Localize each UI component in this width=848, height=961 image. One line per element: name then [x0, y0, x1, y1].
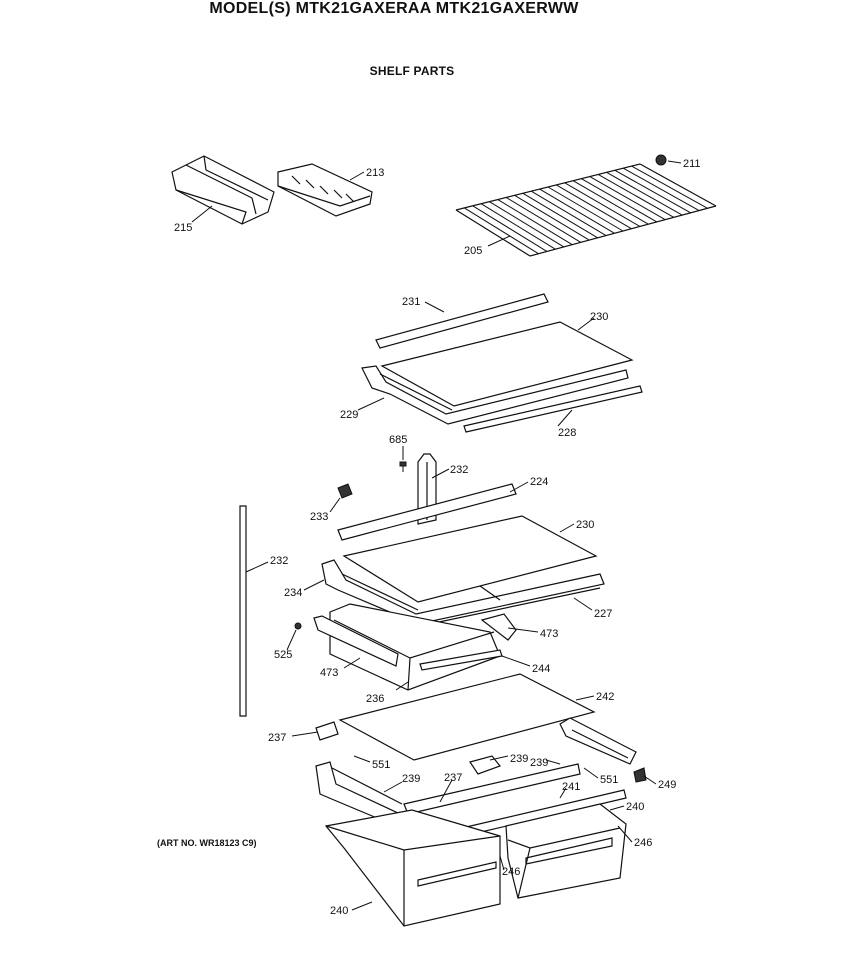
callout-246-right: 246 [634, 837, 652, 849]
wire-rod [522, 192, 598, 239]
callout-473-left: 473 [320, 667, 338, 679]
part-228-rail [463, 385, 643, 433]
callout-205: 205 [464, 245, 482, 257]
part-right-rail-assembly [559, 717, 637, 765]
callout-239-left: 239 [402, 773, 420, 785]
callout-244: 244 [532, 663, 550, 675]
callout-227: 227 [594, 608, 612, 620]
wire-rod [556, 184, 632, 230]
callout-228: 228 [558, 427, 576, 439]
callout-230-upper: 230 [590, 311, 608, 323]
callout-237-rail: 237 [444, 772, 462, 784]
callout-229: 229 [340, 409, 358, 421]
model-title: MODEL(S) MTK21GAXERAA MTK21GAXERWW [209, 0, 579, 17]
part-685-screw [399, 461, 407, 472]
wire-rod [606, 171, 683, 216]
part-473-slide-right [480, 613, 517, 641]
callout-233: 233 [310, 511, 328, 523]
wire-rod [539, 188, 615, 234]
wire-rod [564, 182, 641, 227]
wire-rod [472, 205, 548, 252]
part-237-clip-left [315, 721, 339, 741]
callout-224: 224 [530, 476, 548, 488]
wire-rod [597, 174, 674, 218]
callout-231: 231 [402, 296, 420, 308]
part-230-glass-middle [342, 515, 598, 603]
wire-rod [531, 190, 607, 236]
part-233-clip [337, 483, 353, 499]
callout-473-right: 473 [540, 628, 558, 640]
wire-rod [572, 180, 649, 225]
callout-525: 525 [274, 649, 292, 661]
wire-rod [589, 176, 666, 221]
art-number: (ART NO. WR18123 C9) [157, 838, 257, 848]
callout-211: 211 [683, 158, 701, 170]
wire-rod [623, 167, 700, 211]
callout-551-right: 551 [600, 774, 618, 786]
wire-rod [547, 186, 624, 232]
part-473-slide-left [313, 615, 399, 667]
part-215-door-bin [171, 155, 275, 225]
callout-551-left: 551 [372, 759, 390, 771]
part-249-clip [633, 767, 647, 783]
callout-236: 236 [366, 693, 384, 705]
part-525-screw [294, 622, 302, 630]
callout-240-right: 240 [626, 801, 644, 813]
callout-685: 685 [389, 434, 407, 446]
part-240-crisper-right [505, 803, 627, 899]
part-211-cap [655, 154, 667, 166]
callout-230-middle: 230 [576, 519, 594, 531]
wire-rod [505, 197, 581, 243]
callout-241: 241 [562, 781, 580, 793]
callout-234: 234 [284, 587, 302, 599]
part-224-rail [337, 483, 517, 541]
callout-labels: 215 213 211 205 231 230 229 228 685 232 … [174, 158, 701, 917]
part-232-vertical-strip [239, 505, 247, 717]
wire-rod [614, 169, 691, 214]
part-227-rail [419, 587, 601, 627]
callout-232-bracket: 232 [450, 464, 468, 476]
wire-rod [581, 178, 658, 223]
part-230-glass-upper [380, 321, 634, 407]
callout-239-center: 239 [510, 753, 528, 765]
part-236-drawer-frame [329, 603, 501, 691]
wire-rod [480, 203, 556, 250]
part-231-rail [375, 293, 549, 349]
part-234-frame [321, 559, 605, 625]
callout-246-center: 246 [502, 866, 520, 878]
wire-rod [514, 194, 590, 241]
callout-213: 213 [366, 167, 384, 179]
leader-lines [191, 160, 682, 911]
callout-232-strip: 232 [270, 555, 288, 567]
callout-215: 215 [174, 222, 192, 234]
part-205-wire-shelf [455, 163, 717, 257]
callout-237-clip: 237 [268, 732, 286, 744]
callout-239-right: 239 [530, 757, 548, 769]
wire-rod [489, 201, 565, 248]
wire-rod [464, 207, 539, 255]
callout-249: 249 [658, 779, 676, 791]
part-240-crisper-left [324, 809, 501, 927]
part-213-ice-tray [277, 163, 373, 217]
part-242-glass-lower [338, 673, 596, 761]
wire-rod [497, 199, 573, 246]
section-title: SHELF PARTS [369, 64, 455, 78]
callout-242: 242 [596, 691, 614, 703]
part-239-bracket-center [469, 755, 501, 775]
callout-240-left: 240 [330, 905, 348, 917]
wire-rod [631, 165, 708, 209]
part-229-frame [361, 365, 629, 425]
